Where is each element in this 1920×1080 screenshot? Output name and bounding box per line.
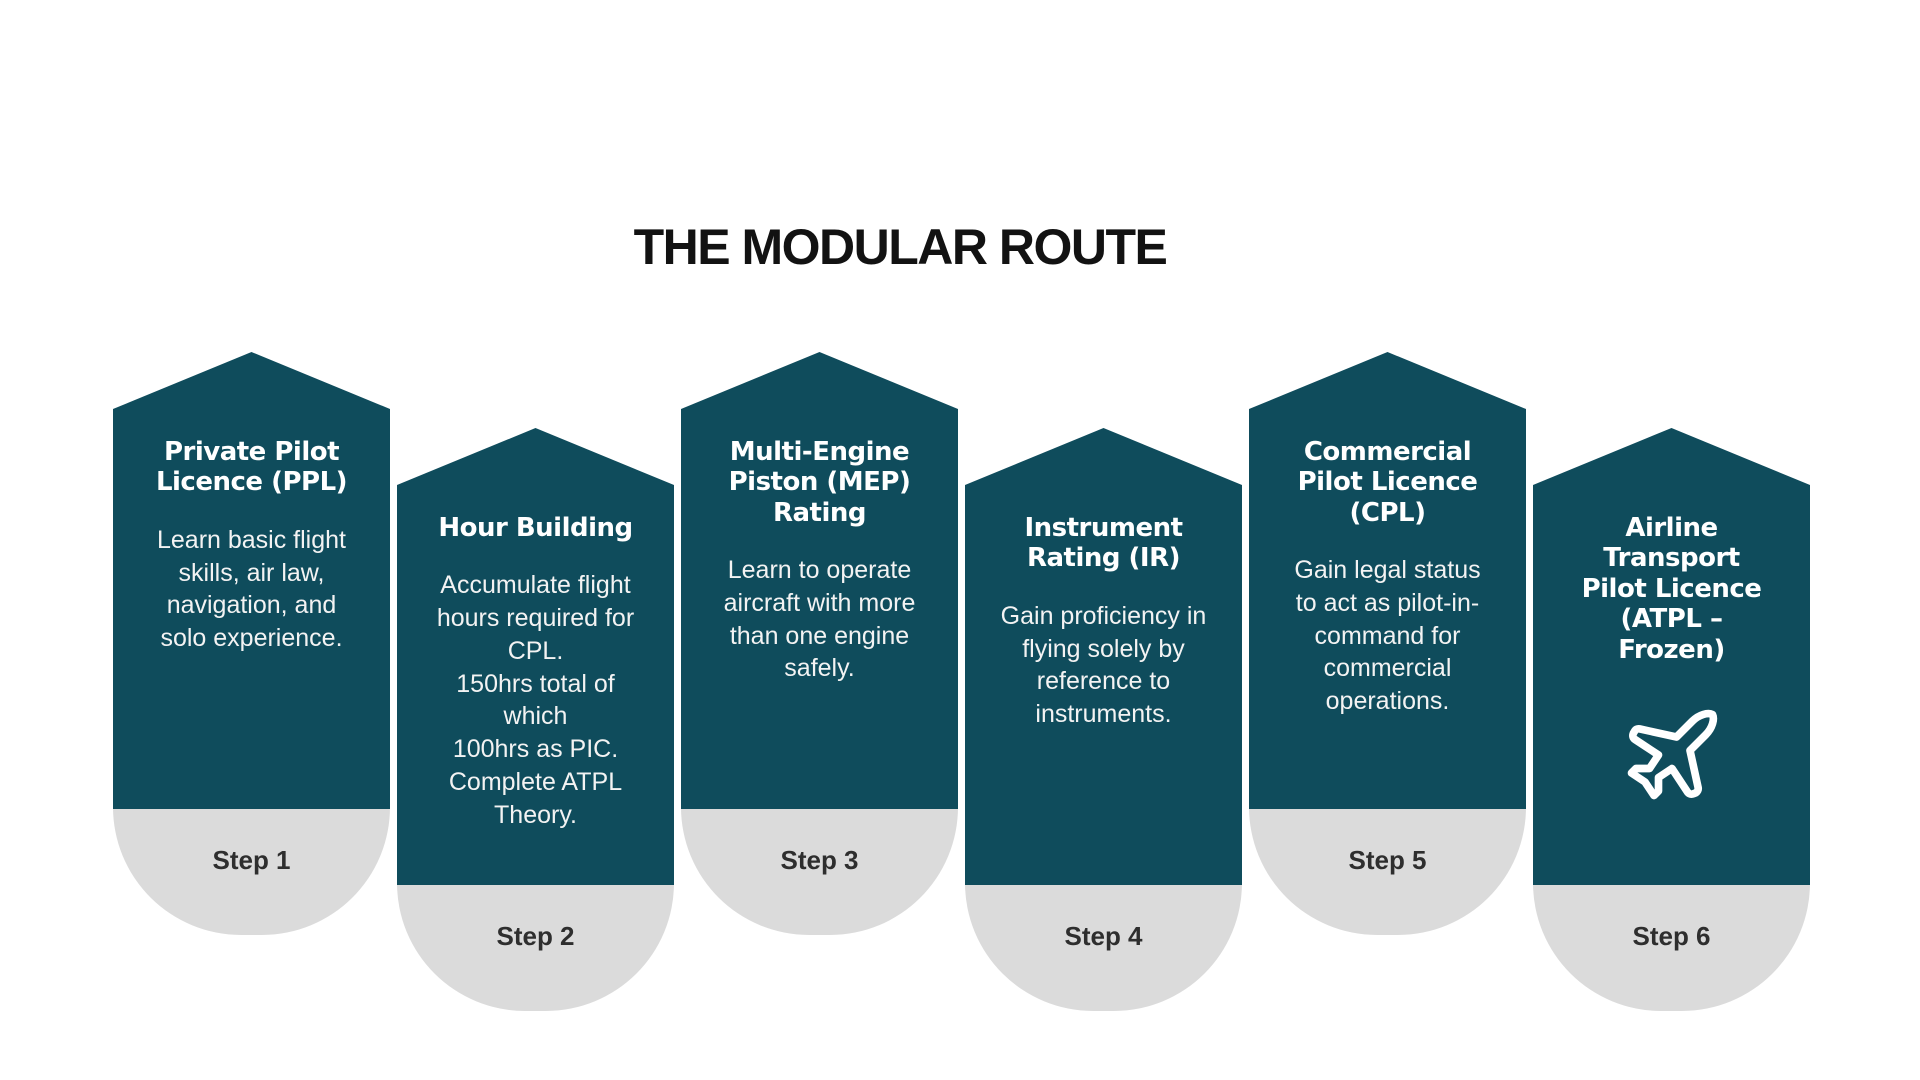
- step-6-heading: Airline Transport Pilot Licence (ATPL – …: [1581, 513, 1762, 665]
- step-3-badge: Step 3: [681, 807, 958, 935]
- step-3-label: Step 3: [780, 845, 859, 875]
- step-6-label: Step 6: [1632, 921, 1711, 951]
- step-5-arrow-shape: Commercial Pilot Licence (CPL) Gain lega…: [1249, 352, 1526, 809]
- step-4-description: Gain proficiency in flying solely by ref…: [1000, 601, 1207, 729]
- step-2-heading: Hour Building: [438, 513, 633, 543]
- step-5-description: Gain legal status to act as pilot-in- co…: [1294, 556, 1481, 716]
- step-2-badge: Step 2: [397, 883, 674, 1011]
- step-2-label: Step 2: [496, 921, 575, 951]
- step-1-description: Learn basic flight skills, air law, navi…: [156, 525, 346, 653]
- step-1-arrow-shape: Private Pilot Licence (PPL) Learn basic …: [113, 352, 390, 809]
- step-6-arrow-shape: Airline Transport Pilot Licence (ATPL – …: [1533, 428, 1810, 885]
- step-3-arrow-shape: Multi-Engine Piston (MEP) Rating Learn t…: [681, 352, 958, 809]
- step-5-heading: Commercial Pilot Licence (CPL): [1297, 437, 1478, 528]
- step-2-description: Accumulate flight hours required for CPL…: [436, 571, 635, 829]
- step-6-badge: Step 6: [1533, 883, 1810, 1011]
- step-5-label: Step 5: [1348, 845, 1427, 875]
- step-1-heading: Private Pilot Licence (PPL): [155, 437, 348, 498]
- step-4-badge: Step 4: [965, 883, 1242, 1011]
- step-3-description: Learn to operate aircraft with more than…: [723, 556, 916, 683]
- step-1-label: Step 1: [212, 845, 291, 875]
- step-5-badge: Step 5: [1249, 807, 1526, 935]
- step-1-badge: Step 1: [113, 807, 390, 935]
- step-4-arrow-shape: Instrument Rating (IR) Gain proficiency …: [965, 428, 1242, 885]
- step-2-arrow-shape: Hour Building Accumulate flight hours re…: [397, 428, 674, 885]
- airplane-icon: [1627, 709, 1717, 800]
- step-4-label: Step 4: [1064, 921, 1143, 951]
- page-title: THE MODULAR ROUTE: [633, 219, 1168, 275]
- step-3-heading: Multi-Engine Piston (MEP) Rating: [728, 437, 911, 528]
- step-4-heading: Instrument Rating (IR): [1024, 513, 1183, 574]
